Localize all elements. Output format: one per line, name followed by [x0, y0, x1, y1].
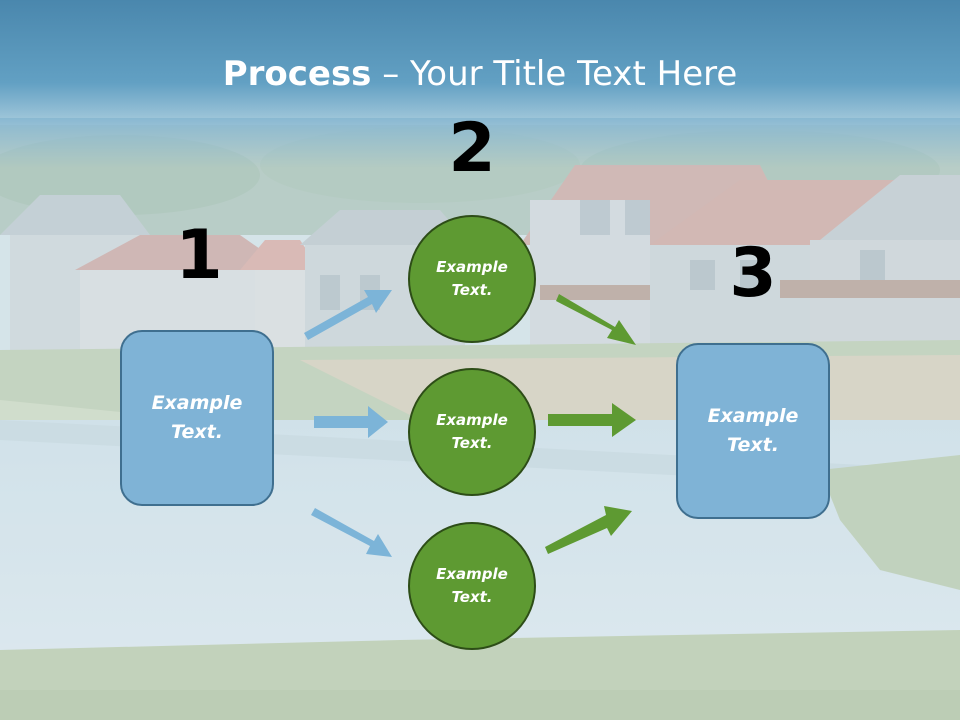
arrow-1-to-top — [304, 290, 392, 340]
circle-top-line2: Text. — [451, 281, 493, 299]
circle-middle-line2: Text. — [451, 434, 493, 452]
step-3-line2: Text. — [727, 434, 779, 456]
step-2-circle-middle: Example Text. — [408, 368, 536, 496]
step-1-line1: Example — [151, 392, 243, 414]
circle-top-line1: Example — [436, 258, 508, 276]
step-3-number: 3 — [729, 234, 777, 313]
title-bold: Process — [222, 54, 372, 94]
title-rest: – Your Title Text Here — [371, 54, 738, 94]
step-1-number: 1 — [175, 216, 223, 295]
step-1-line2: Text. — [171, 421, 223, 443]
circle-bottom-line2: Text. — [451, 588, 493, 606]
step-2-circle-bottom: Example Text. — [408, 522, 536, 650]
arrow-bottom-to-3 — [545, 506, 632, 554]
arrow-1-to-bottom — [311, 508, 392, 557]
arrow-1-to-middle — [314, 406, 388, 438]
slide-title: Process – Your Title Text Here — [0, 52, 960, 96]
arrow-top-to-3 — [556, 294, 636, 345]
arrow-middle-to-3 — [548, 403, 636, 437]
circle-middle-line1: Example — [436, 411, 508, 429]
circle-bottom-line1: Example — [436, 565, 508, 583]
step-2-circle-top: Example Text. — [408, 215, 536, 343]
step-1-box: Example Text. — [120, 330, 274, 506]
step-3-line1: Example — [707, 405, 799, 427]
step-3-box: Example Text. — [676, 343, 830, 519]
step-2-number: 2 — [448, 109, 496, 188]
